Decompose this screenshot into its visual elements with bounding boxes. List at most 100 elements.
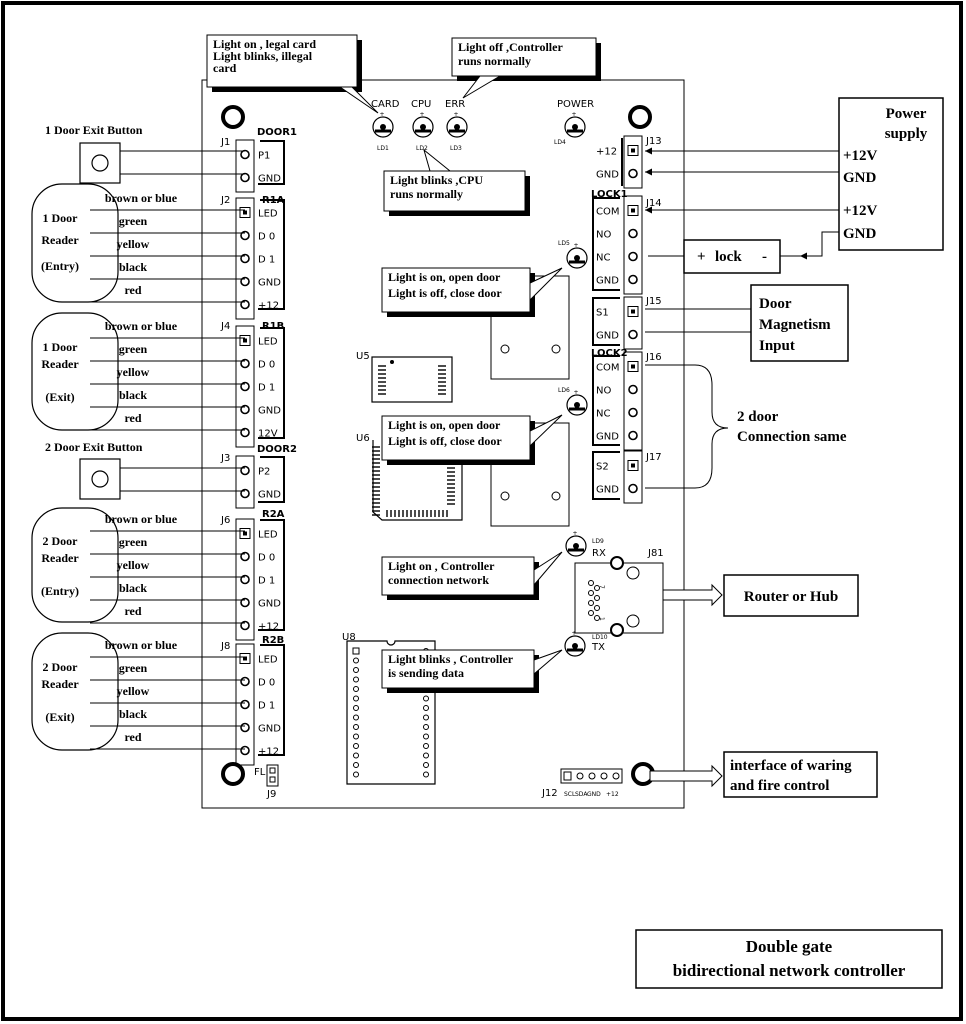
wire-color-label: black [119, 581, 147, 595]
chip-pin [353, 657, 359, 664]
pin-label: D 0 [258, 360, 275, 371]
pin-square-dot [243, 210, 247, 215]
callout-pointer [462, 75, 502, 99]
chip-pin [423, 733, 429, 740]
led-plus-mark: + [419, 111, 424, 118]
chip-pin [353, 714, 359, 721]
pin-round [628, 384, 638, 395]
j81-label: J81 [647, 548, 664, 559]
fire-control-line2: and fire control [730, 778, 829, 794]
rj45-pin [588, 610, 594, 616]
pin-label: GND [258, 174, 281, 185]
pin-label: NC [596, 409, 610, 420]
title-line2: bidirectional network controller [673, 961, 906, 980]
jumper-pin [269, 767, 276, 774]
fire-control-box [723, 751, 878, 798]
j12-pin-label: +12 [606, 791, 619, 798]
connector-block [623, 296, 643, 350]
power-supply-label-line2: supply [885, 126, 928, 142]
j12-label: J12 [541, 788, 558, 799]
callout-box [383, 170, 526, 212]
led-plus-mark: + [379, 111, 384, 118]
pin-round [240, 597, 250, 608]
pin-round [240, 253, 250, 264]
j12-connector [560, 768, 623, 784]
pin-label: NC [596, 253, 610, 264]
card-led [372, 116, 394, 138]
wire-color-label: red [124, 730, 141, 744]
pin-round [240, 299, 250, 310]
header-label-lock1: LOCK1 [591, 189, 628, 200]
led-plus-mark: + [453, 111, 458, 118]
pin-label: COM [596, 363, 619, 374]
relay-pin [551, 491, 561, 501]
wire-color-label: green [119, 342, 148, 356]
wire-color-label: red [124, 411, 141, 425]
relay2-led [566, 394, 588, 416]
pin-round [240, 551, 250, 562]
reader-label: Reader [41, 233, 79, 247]
rj45-hole [626, 614, 640, 628]
mount-hole [221, 762, 245, 786]
reader-0-shape [31, 183, 119, 303]
rj45-pin [594, 605, 600, 611]
pin-label: D 1 [258, 701, 275, 712]
chip-pin [353, 676, 359, 683]
pin-square [239, 335, 251, 346]
cpu-label: CPU [411, 99, 431, 110]
wire-color-label: yellow [117, 558, 150, 572]
connector-block [623, 135, 643, 189]
callout-text: is sending data [388, 666, 464, 680]
callout-pointer [529, 267, 563, 302]
ld-label: LD9 [592, 538, 604, 545]
title-box [635, 929, 943, 989]
u8-label: U8 [342, 632, 356, 643]
chip-u6 [372, 440, 463, 521]
led-core [574, 402, 580, 408]
chip-pin [423, 752, 429, 759]
pin-label: +12 [258, 747, 279, 758]
power-led [564, 116, 586, 138]
rj45-pin [594, 615, 600, 621]
jumper-pin [269, 776, 276, 783]
fire-control-line1: interface of waring [730, 758, 852, 774]
led-plus-mark: + [571, 630, 576, 637]
pin-square-dot [631, 148, 635, 153]
reader-1-shape [31, 312, 119, 431]
ld-label: LD4 [554, 139, 566, 146]
lock-gnd-wire [800, 231, 839, 260]
connector-outline [258, 327, 285, 439]
reader-label: (Exit) [45, 390, 74, 404]
pin-round [240, 358, 250, 369]
pin-round [240, 381, 250, 392]
u6-pins [372, 446, 455, 517]
reader-2-shape [31, 507, 119, 623]
title-line1: Double gate [746, 937, 833, 956]
chip-pin [423, 705, 429, 711]
wire-color-label: black [119, 388, 147, 402]
pin-label: GND [258, 278, 281, 289]
pin-square-dot [631, 364, 635, 369]
pin-label: GND [258, 599, 281, 610]
wire-color-label: yellow [117, 684, 150, 698]
reader-label: 1 Door [43, 211, 79, 225]
reader-label: 2 Door [43, 534, 79, 548]
rj45-pin [594, 595, 600, 601]
callout-text: Light is on, open door [388, 270, 501, 284]
rx-led [565, 535, 587, 557]
pin-label: COM [596, 207, 619, 218]
header-label-lock2: LOCK2 [591, 348, 628, 359]
chip-pin [352, 647, 360, 655]
pin-round [240, 722, 250, 733]
card-label: CARD [371, 99, 400, 110]
power-supply-label-line1: Power [886, 106, 927, 122]
reader-label: Reader [41, 551, 79, 565]
connector-label-j1: J1 [220, 137, 230, 148]
fl-label: FL [254, 767, 266, 778]
reader-label: (Entry) [41, 584, 79, 598]
ld-label: LD2 [416, 145, 428, 152]
callout-pointer [533, 649, 563, 676]
pin-round [240, 230, 250, 241]
